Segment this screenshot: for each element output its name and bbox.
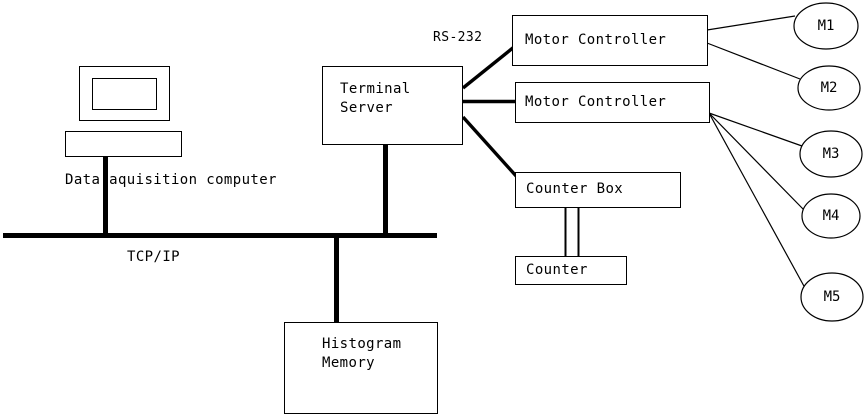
motor-m4-label: M4 bbox=[822, 208, 840, 224]
link-motor-controller-1-to-m1 bbox=[706, 15, 796, 31]
computer-monitor-screen-icon bbox=[92, 78, 157, 110]
motor-m2-label: M2 bbox=[820, 80, 838, 96]
motor-m5-ellipse[interactable] bbox=[800, 272, 864, 322]
link-motor-controller-2-to-m3 bbox=[708, 112, 803, 147]
motor-m3-ellipse[interactable] bbox=[799, 130, 863, 178]
counter-box-label: Counter Box bbox=[526, 181, 624, 197]
motor-m2-ellipse[interactable] bbox=[797, 65, 861, 111]
motor-m1-ellipse[interactable] bbox=[793, 2, 859, 50]
histogram-memory-label-line1: Histogram bbox=[322, 336, 402, 352]
terminal-server-label-line2: Server bbox=[340, 100, 393, 116]
link-motor-controller-2-to-m4 bbox=[708, 112, 805, 211]
counter-label: Counter bbox=[526, 262, 588, 278]
link-motor-controller-2-to-m5 bbox=[708, 112, 806, 289]
motor-controller-2-label: Motor Controller bbox=[525, 94, 667, 110]
motor-m4-ellipse[interactable] bbox=[801, 193, 861, 239]
counter-box-box[interactable] bbox=[515, 172, 681, 208]
link-motor-controller-1-to-m2 bbox=[706, 42, 801, 80]
link-terminal-server-to-counter-box bbox=[461, 115, 519, 179]
link-terminal-server-to-motor-controller-1 bbox=[461, 45, 516, 90]
tcpip-label: TCP/IP bbox=[127, 249, 180, 265]
terminal-server-label-line1: Terminal bbox=[340, 81, 411, 97]
terminal-server-box[interactable] bbox=[322, 66, 463, 145]
data-acquisition-computer-label: Data aquisition computer bbox=[65, 172, 277, 188]
counter-box[interactable] bbox=[515, 256, 627, 285]
rs232-label: RS-232 bbox=[433, 30, 483, 45]
histogram-memory-label-line2: Memory bbox=[322, 355, 375, 371]
motor-m3-label: M3 bbox=[822, 146, 840, 162]
computer-keyboard-icon bbox=[65, 131, 182, 157]
motor-controller-2-box[interactable] bbox=[515, 82, 710, 123]
motor-controller-1-box[interactable] bbox=[512, 15, 708, 66]
motor-controller-1-label: Motor Controller bbox=[525, 32, 667, 48]
motor-m1-label: M1 bbox=[817, 18, 835, 34]
histogram-memory-box[interactable] bbox=[284, 322, 438, 414]
motor-m5-label: M5 bbox=[823, 289, 841, 305]
